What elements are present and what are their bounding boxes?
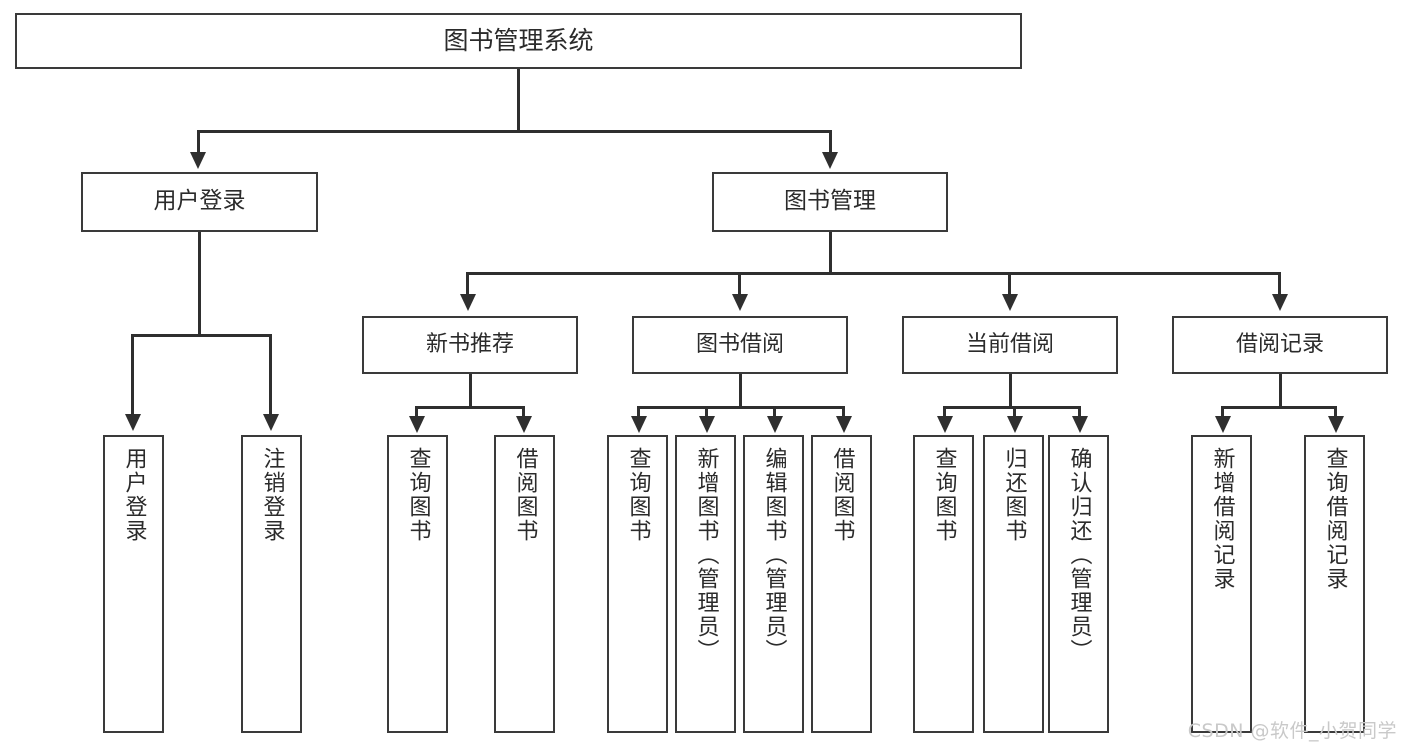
node-current-borrow[interactable]: 当前借阅	[902, 316, 1118, 374]
edge-book-borrow-stem	[739, 374, 742, 408]
edge-new-book-to-leaf-2	[522, 406, 525, 418]
leaf-borrow-record-query-record[interactable]: 查询借阅记录	[1304, 435, 1365, 733]
edge-borrow-record-to-leaf-1	[1221, 406, 1224, 418]
node-label: 当前借阅	[965, 332, 1054, 358]
arrowhead-book-manage-new-book	[460, 294, 476, 311]
node-label: 查询图书	[625, 447, 651, 543]
node-label: 新书推荐	[425, 332, 514, 358]
node-label: 编辑图书（管理员）	[761, 447, 787, 663]
node-label: 注销登录	[259, 447, 285, 543]
node-label: 确认归还（管理员）	[1066, 447, 1092, 663]
edge-current-borrow-bar	[943, 406, 1080, 409]
edge-book-manage-to-borrow-record	[1278, 272, 1281, 296]
leaf-new-book-borrow-book[interactable]: 借阅图书	[494, 435, 555, 733]
node-label: 查询图书	[931, 447, 957, 543]
edge-root-bar	[197, 130, 831, 133]
leaf-new-book-query-book[interactable]: 查询图书	[387, 435, 448, 733]
node-label: 用户登录	[121, 447, 147, 543]
arrowhead-user-login-leaf-1	[125, 414, 141, 431]
arrowhead-current-borrow-leaf-3	[1072, 416, 1088, 433]
edge-current-borrow-to-leaf-2	[1013, 406, 1016, 418]
node-label: 新增借阅记录	[1209, 447, 1235, 591]
arrowhead-book-manage-book-borrow	[732, 294, 748, 311]
arrowhead-book-manage-current-borrow	[1002, 294, 1018, 311]
edge-current-borrow-to-leaf-1	[943, 406, 946, 418]
edge-current-borrow-stem	[1009, 374, 1012, 408]
arrowhead-user-login-leaf-2	[263, 414, 279, 431]
edge-new-book-stem	[469, 374, 472, 408]
node-label: 查询借阅记录	[1322, 447, 1348, 591]
edge-user-login-stem	[198, 232, 201, 337]
edge-book-manage-to-current-borrow	[1008, 272, 1011, 296]
node-user-login[interactable]: 用户登录	[81, 172, 318, 232]
node-label: 查询图书	[405, 447, 431, 543]
node-borrow-record[interactable]: 借阅记录	[1172, 316, 1388, 374]
edge-new-book-to-leaf-1	[415, 406, 418, 418]
node-label: 借阅图书	[512, 447, 538, 543]
arrowhead-book-borrow-leaf-3	[767, 416, 783, 433]
node-new-book-recommend[interactable]: 新书推荐	[362, 316, 578, 374]
edge-book-manage-stem	[829, 232, 832, 274]
node-book-manage[interactable]: 图书管理	[712, 172, 948, 232]
leaf-user-login-login[interactable]: 用户登录	[103, 435, 164, 733]
node-label: 借阅记录	[1235, 332, 1324, 358]
node-label: 用户登录	[153, 188, 246, 215]
leaf-user-login-logout[interactable]: 注销登录	[241, 435, 302, 733]
node-label: 借阅图书	[829, 447, 855, 543]
arrowhead-book-borrow-leaf-2	[699, 416, 715, 433]
arrowhead-borrow-record-leaf-1	[1215, 416, 1231, 433]
arrowhead-book-borrow-leaf-1	[631, 416, 647, 433]
edge-book-manage-to-new-book	[466, 272, 469, 296]
node-label: 新增图书（管理员）	[693, 447, 719, 663]
watermark-text: CSDN @软件_小贺同学	[1187, 720, 1397, 742]
node-book-borrow[interactable]: 图书借阅	[632, 316, 848, 374]
edge-book-borrow-to-leaf-4	[842, 406, 845, 418]
node-root-system[interactable]: 图书管理系统	[15, 13, 1022, 69]
edge-borrow-record-to-leaf-2	[1334, 406, 1337, 418]
edge-borrow-record-bar	[1221, 406, 1337, 409]
arrowhead-book-manage-borrow-record	[1272, 294, 1288, 311]
leaf-current-borrow-confirm-return[interactable]: 确认归还（管理员）	[1048, 435, 1109, 733]
edge-book-manage-to-book-borrow	[738, 272, 741, 296]
edge-book-borrow-to-leaf-3	[773, 406, 776, 418]
edge-root-to-book-manage	[829, 130, 832, 154]
edge-book-borrow-to-leaf-2	[705, 406, 708, 418]
node-label: 图书管理系统	[443, 26, 594, 56]
arrowhead-book-borrow-leaf-4	[836, 416, 852, 433]
arrowhead-current-borrow-leaf-2	[1007, 416, 1023, 433]
leaf-book-borrow-edit-book[interactable]: 编辑图书（管理员）	[743, 435, 804, 733]
edge-book-manage-bar	[466, 272, 1280, 275]
leaf-current-borrow-return-book[interactable]: 归还图书	[983, 435, 1044, 733]
edge-user-login-bar	[131, 334, 271, 337]
arrowhead-new-book-leaf-1	[409, 416, 425, 433]
leaf-book-borrow-add-book[interactable]: 新增图书（管理员）	[675, 435, 736, 733]
edge-book-borrow-to-leaf-1	[637, 406, 640, 418]
leaf-book-borrow-query-book[interactable]: 查询图书	[607, 435, 668, 733]
node-label: 图书借阅	[695, 332, 784, 358]
node-label: 图书管理	[784, 188, 876, 215]
leaf-book-borrow-borrow-book[interactable]: 借阅图书	[811, 435, 872, 733]
arrowhead-root-to-user-login	[190, 152, 206, 169]
arrowhead-root-to-book-manage	[822, 152, 838, 169]
edge-user-login-to-leaf-1	[131, 334, 134, 416]
edge-borrow-record-stem	[1279, 374, 1282, 408]
arrowhead-current-borrow-leaf-1	[937, 416, 953, 433]
edge-root-to-user-login	[197, 130, 200, 154]
node-label: 归还图书	[1001, 447, 1027, 543]
arrowhead-new-book-leaf-2	[516, 416, 532, 433]
edge-user-login-to-leaf-2	[269, 334, 272, 416]
leaf-borrow-record-add-record[interactable]: 新增借阅记录	[1191, 435, 1252, 733]
edge-current-borrow-to-leaf-3	[1078, 406, 1081, 418]
arrowhead-borrow-record-leaf-2	[1328, 416, 1344, 433]
leaf-current-borrow-query-book[interactable]: 查询图书	[913, 435, 974, 733]
edge-root-stem	[517, 69, 520, 132]
edge-book-borrow-bar	[637, 406, 845, 409]
edge-new-book-bar	[415, 406, 525, 409]
